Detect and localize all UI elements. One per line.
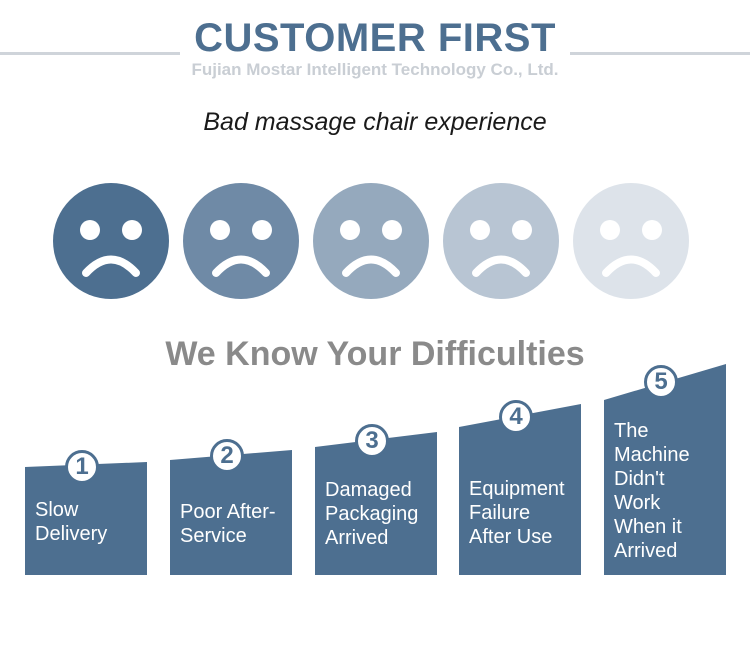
step-number-badge: 5 [644,365,678,399]
header-rule-left [0,52,180,55]
sad-face-icon [442,182,560,300]
step-number-badge: 2 [210,439,244,473]
difficulty-label: Slow Delivery [35,499,108,545]
page-title: CUSTOMER FIRST [194,16,556,60]
step-number-badge: 3 [355,424,389,458]
difficulty-card-4: 4 Equipment Failure After Use [459,360,581,580]
header-rule-right [570,52,750,55]
sad-face-icon [312,182,430,300]
sad-face-icon [572,182,690,300]
sad-faces-row [0,182,750,300]
difficulty-label: Equipment Failure After Use [469,478,565,548]
difficulty-card-2: 2 Poor After- Service [170,360,292,580]
sad-face-icon [52,182,170,300]
sad-face-icon [182,182,300,300]
company-name: Fujian Mostar Intelligent Technology Co.… [191,60,559,79]
difficulty-card-5: 5 The Machine Didn't Work When it Arrive… [604,360,726,580]
section-heading: We Know Your Difficulties [165,335,585,373]
difficulty-label: The Machine Didn't Work When it Arrived [614,420,690,562]
difficulty-card-1: 1 Slow Delivery [25,360,147,580]
difficulties-steps: 1 Slow Delivery 2 Poor After- Service 3 … [0,360,750,580]
difficulty-label: Poor After- Service [180,501,276,547]
step-number-badge: 1 [65,450,99,484]
subtitle: Bad massage chair experience [203,108,547,136]
step-number-badge: 4 [499,400,533,434]
difficulty-label: Damaged Packaging Arrived [325,479,419,549]
difficulty-card-3: 3 Damaged Packaging Arrived [315,360,437,580]
